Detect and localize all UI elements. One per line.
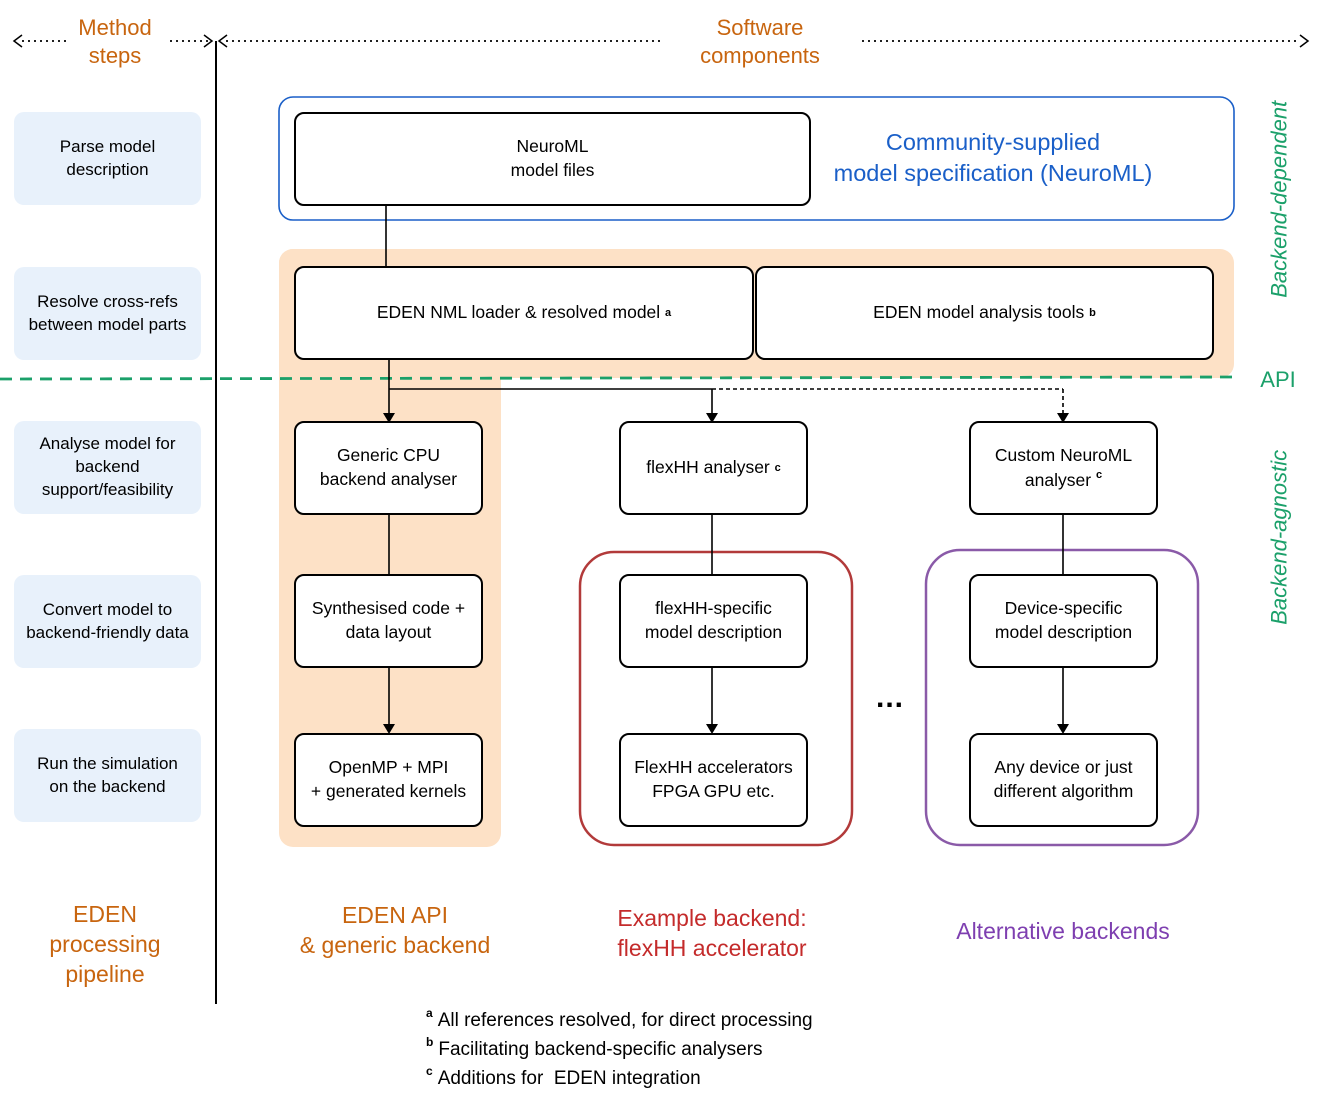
footnote-mark-c-1: c xyxy=(774,461,781,474)
api-line xyxy=(0,375,1241,381)
step-parse: Parse model description xyxy=(14,112,201,205)
footnote-a: a All references resolved, for direct pro… xyxy=(426,1006,813,1032)
footnote-a-mark: a xyxy=(426,1006,433,1020)
footnote-c: c Additions for EDEN integration xyxy=(426,1064,701,1090)
step-run: Run the simulation on the backend xyxy=(14,729,201,822)
more-backends-ellipsis: ... xyxy=(875,681,904,714)
arrowhead-custom xyxy=(1057,413,1069,423)
device-description-box: Device-specific model description xyxy=(969,574,1158,668)
arrowhead-openmp xyxy=(383,724,395,734)
arrowhead-right-2 xyxy=(1299,34,1310,48)
arrowhead-left-1 xyxy=(12,34,23,48)
alternative-backend-region xyxy=(924,548,1200,847)
analysis-tools-label: EDEN model analysis tools xyxy=(873,302,1085,323)
footnote-a-text: All references resolved, for direct proc… xyxy=(437,1010,813,1031)
flexhh-analyser-box: flexHH analyser c xyxy=(619,421,808,515)
backend-agnostic-label: Backend-agnostic xyxy=(1266,449,1292,625)
footnote-mark-b: b xyxy=(1089,306,1096,319)
flexhh-description-box: flexHH-specific model description xyxy=(619,574,808,668)
nml-loader-box: EDEN NML loader & resolved model a xyxy=(294,266,754,360)
eden-pipeline-label: EDEN processing pipeline xyxy=(49,901,161,987)
api-label: API xyxy=(1260,367,1296,392)
step-analyse: Analyse model for backend support/feasib… xyxy=(14,421,201,514)
step-convert: Convert model to backend-friendly data xyxy=(14,575,201,668)
step-resolve: Resolve cross-refs between model parts xyxy=(14,267,201,360)
neuroml-region xyxy=(278,96,1235,221)
custom-analyser-box: Custom NeuroML analyser c xyxy=(969,421,1158,515)
arrowhead-right-1 xyxy=(203,34,214,48)
method-steps-header: Method steps xyxy=(78,15,152,68)
analysis-tools-box: EDEN model analysis tools b xyxy=(755,266,1214,360)
footnote-b: b Facilitating backend-specific analysers xyxy=(426,1035,763,1061)
arrowhead-cpu xyxy=(383,413,395,423)
flexhh-accelerators-box: FlexHH accelerators FPGA GPU etc. xyxy=(619,733,808,827)
flexhh-backend-region xyxy=(578,550,854,847)
arrowhead-flexhh xyxy=(706,413,718,423)
eden-generic-backend-region xyxy=(279,249,501,847)
nml-loader-label: EDEN NML loader & resolved model xyxy=(376,302,661,323)
any-device-box: Any device or just different algorithm xyxy=(969,733,1158,827)
example-backend-label: Example backend: flexHH accelerator xyxy=(617,905,807,961)
software-components-header: Software components xyxy=(700,15,820,68)
flexhh-analyser-label: flexHH analyser xyxy=(646,457,770,478)
arrowhead-left-2 xyxy=(217,34,228,48)
footnote-c-mark: c xyxy=(426,1064,433,1078)
arrowhead-any xyxy=(1057,724,1069,734)
arrowhead-accel xyxy=(706,724,718,734)
generic-cpu-analyser-box: Generic CPU backend analyser xyxy=(294,421,483,515)
eden-api-label: EDEN API & generic backend xyxy=(299,902,491,958)
openmp-mpi-box: OpenMP + MPI + generated kernels xyxy=(294,733,483,827)
custom-analyser-label-1: Custom NeuroML xyxy=(994,444,1133,465)
backend-dependent-label: Backend-dependent xyxy=(1266,100,1292,298)
alternative-backends-label: Alternative backends xyxy=(956,918,1170,944)
footnote-c-text: Additions for EDEN integration xyxy=(437,1068,701,1089)
synthesised-code-box: Synthesised code + data layout xyxy=(294,574,483,668)
footnote-mark-c-2: c xyxy=(1095,468,1103,481)
community-spec-label: Community-supplied model specification (… xyxy=(833,129,1153,186)
footnote-b-mark: b xyxy=(426,1035,434,1049)
footnote-b-text: Facilitating backend-specific analysers xyxy=(438,1039,763,1060)
neuroml-files-box: NeuroML model files xyxy=(294,112,811,206)
footnote-mark-a: a xyxy=(665,306,672,319)
custom-analyser-label-2: analyser c xyxy=(1024,468,1103,490)
